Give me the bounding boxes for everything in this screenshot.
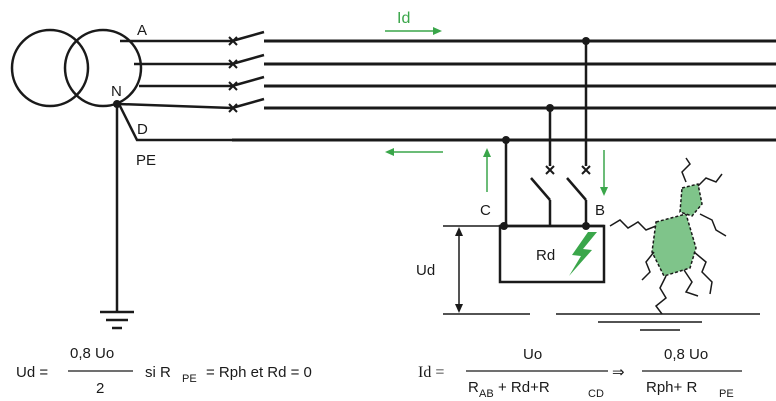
ud-condition-suffix: = Rph et Rd = 0 [206, 364, 312, 381]
transformer-leads [115, 39, 233, 312]
ud-lhs: Ud = [16, 364, 48, 381]
current-arrows [385, 27, 608, 196]
busbars [232, 39, 776, 142]
transformer-symbol [10, 28, 143, 108]
ud-dimension [443, 225, 530, 315]
label-point-b: B [595, 202, 605, 219]
id-denom-r2-sub: CD [588, 388, 604, 400]
formula-id: Id = Uo R AB + Rd+R CD ⇒ 0,8 Uo Rph+ R P… [418, 346, 742, 400]
load-cross-marks [545, 165, 591, 175]
fault-lightning-icon [569, 232, 597, 276]
label-rd: Rd [536, 247, 555, 264]
junction-nodes [500, 37, 590, 230]
label-pe: PE [136, 152, 156, 169]
id-denom-mid: + Rd+R [498, 379, 550, 396]
main-circuit-breaker [231, 30, 265, 110]
id-lhs: Id = [418, 364, 444, 381]
label-point-c: C [480, 202, 491, 219]
label-id-current: Id [397, 10, 410, 27]
load-branch [498, 41, 606, 284]
label-ud: Ud [416, 262, 435, 279]
breaker-cross-marks [228, 36, 238, 113]
label-phase-a: A [137, 22, 147, 39]
earth-symbol [100, 310, 134, 330]
ud-denominator: 2 [96, 380, 104, 397]
id-denom2-sub: PE [719, 388, 734, 400]
ud-numerator: 0,8 Uo [70, 345, 114, 362]
ud-condition-sub: PE [182, 373, 197, 385]
id-implies: ⇒ [612, 364, 625, 381]
id-denom-r1: R [468, 379, 479, 396]
neutral-node [113, 100, 121, 108]
person-figure [609, 157, 727, 315]
label-neutral-n: N [111, 83, 122, 100]
id-numerator: Uo [523, 346, 542, 363]
formula-ud: Ud = 0,8 Uo 2 si R PE = Rph et Rd = 0 [16, 345, 312, 397]
id-denom2-prefix: Rph+ R [646, 379, 697, 396]
ground-surface [556, 313, 760, 331]
id-denom-r1-sub: AB [479, 388, 494, 400]
label-neutral-d: D [137, 121, 148, 138]
id-numerator2: 0,8 Uo [664, 346, 708, 363]
ud-condition-prefix: si R [145, 364, 171, 381]
